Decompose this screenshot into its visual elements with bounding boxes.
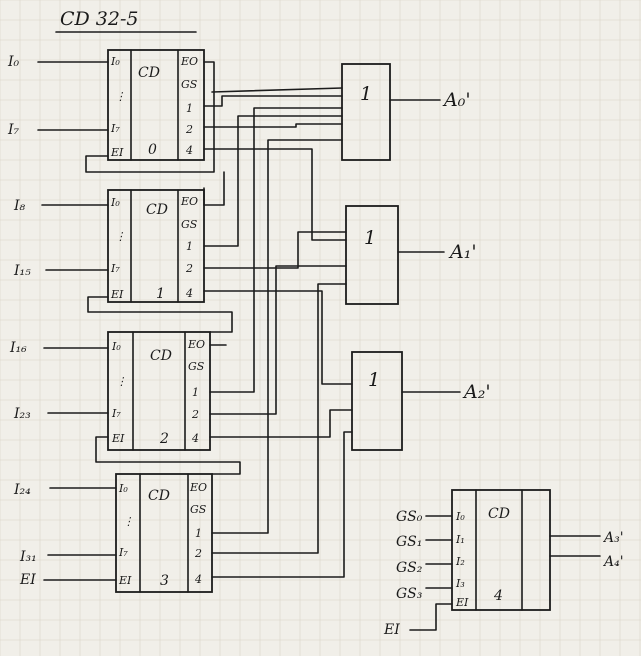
coder-1-header: CD xyxy=(146,202,168,218)
coder-1-pin-in-2: I₇ xyxy=(110,262,120,275)
coder-1-index: 1 xyxy=(156,286,165,302)
coder-4-index: 4 xyxy=(493,588,503,604)
coder-3-pin-in-0: I₀ xyxy=(118,482,128,495)
coder-2-pin-out-3: 2 xyxy=(191,408,199,421)
coder-0-pin-out-0: EO xyxy=(180,55,198,68)
coder-4-input-gs0: GS₀ xyxy=(396,509,423,525)
output-a1: A₁' xyxy=(448,241,477,263)
input-label-i7: I₇ xyxy=(7,122,20,138)
coder-3-pin-in-3: EI xyxy=(118,574,132,587)
coder-4-pin-in-0: I₀ xyxy=(455,510,465,523)
coder-0-index: 0 xyxy=(148,142,157,158)
coder-4-header: CD xyxy=(488,506,510,522)
input-labels: I₀ I₇ I₈ I₁₅ I₁₆ I₂₃ I₂₄ I₃₁ EI xyxy=(7,54,117,588)
or-input-wires xyxy=(203,87,353,578)
or-gate-2: 1 A₂' xyxy=(351,351,491,451)
input-label-i8: I₈ xyxy=(13,198,26,214)
input-label-ei: EI xyxy=(19,572,36,588)
input-label-i15: I₁₅ xyxy=(13,263,31,279)
coder-4-input-gs3: GS₃ xyxy=(396,586,423,602)
coder-2-pin-out-2: 1 xyxy=(192,386,199,399)
input-label-i0: I₀ xyxy=(7,54,20,70)
or-gate-2-label: 1 xyxy=(368,369,380,391)
coder-2-pin-in-1: ⋮ xyxy=(116,375,127,388)
coder-4-pin-in-4: EI xyxy=(455,596,469,609)
coder-1-pin-in-0: I₀ xyxy=(110,196,120,209)
coder-0-pin-in-0: I₀ xyxy=(110,55,120,68)
coder-1: CD 1 I₀ ⋮ I₇ EI EO GS 1 2 4 xyxy=(107,189,205,303)
coder-3-pin-out-4: 4 xyxy=(194,573,202,586)
coder-0-header: CD xyxy=(138,65,160,81)
coder-2-header: CD xyxy=(150,348,172,364)
coder-1-pin-out-0: EO xyxy=(180,195,198,208)
coder-3-pin-out-2: 1 xyxy=(195,527,202,540)
input-label-i16: I₁₆ xyxy=(9,340,27,356)
coder-4-pin-in-2: I₂ xyxy=(455,555,465,568)
coder-2-pin-out-4: 4 xyxy=(191,432,199,445)
coder-3-pin-in-2: I₇ xyxy=(118,546,128,559)
coder-1-pin-out-1: GS xyxy=(181,218,198,231)
coder-1-pin-in-1: ⋮ xyxy=(115,230,126,243)
or-gate-1-label: 1 xyxy=(364,227,376,249)
coder-1-pin-in-3: EI xyxy=(110,288,124,301)
coder-4-pin-in-1: I₁ xyxy=(455,533,465,546)
coder-4-input-ei: EI xyxy=(383,622,400,638)
coder-0-pin-out-4: 4 xyxy=(185,144,193,157)
or-gate-0: 1 A₀' xyxy=(341,63,471,161)
coder-0-pin-out-3: 2 xyxy=(185,123,193,136)
coder-2: CD 2 I₀ ⋮ I₇ EI EO GS 1 2 4 xyxy=(107,331,211,451)
or-gate-0-label: 1 xyxy=(360,83,372,105)
coder-1-pin-out-3: 2 xyxy=(185,262,193,275)
coder-3-pin-out-0: EO xyxy=(189,481,207,494)
coder-0-pin-out-1: GS xyxy=(181,78,198,91)
coder-3-pin-in-1: ⋮ xyxy=(123,515,134,528)
output-a3: A₃' xyxy=(602,530,624,546)
coder-3-header: CD xyxy=(148,488,170,504)
coder-1-pin-out-4: 4 xyxy=(185,287,193,300)
output-a0: A₀' xyxy=(442,89,471,111)
or-gate-1: 1 A₁' xyxy=(345,205,477,305)
coder-1-pin-out-2: 1 xyxy=(186,240,193,253)
input-label-i23: I₂₃ xyxy=(13,406,31,422)
input-label-i24: I₂₄ xyxy=(13,482,31,498)
coder-0-pin-in-3: EI xyxy=(110,146,124,159)
coder-2-pin-out-1: GS xyxy=(188,360,205,373)
diagram-title: CD 32-5 xyxy=(60,8,139,30)
coder-3: CD 3 I₀ ⋮ I₇ EI EO GS 1 2 4 xyxy=(115,473,213,593)
coder-0: CD 0 I₀ ⋮ I₇ EI EO GS 1 2 4 xyxy=(107,49,205,161)
coder-2-pin-in-0: I₀ xyxy=(111,340,121,353)
coder-0-pin-out-2: 1 xyxy=(186,102,193,115)
coder-0-pin-in-2: I₇ xyxy=(110,122,120,135)
coder-4-pin-in-3: I₃ xyxy=(455,577,465,590)
coder-2-index: 2 xyxy=(159,431,169,447)
coder-0-pin-in-1: ⋮ xyxy=(115,90,126,103)
coder-4-input-gs1: GS₁ xyxy=(396,534,422,550)
coder-3-index: 3 xyxy=(160,573,169,589)
coder-2-pin-in-3: EI xyxy=(111,432,125,445)
output-a4: A₄' xyxy=(602,554,624,570)
coder-3-pin-out-3: 2 xyxy=(194,547,202,560)
output-a2: A₂' xyxy=(462,381,491,403)
coder-4: CD 4 I₀ I₁ I₂ I₃ EI GS₀ GS₁ GS₂ GS₃ EI A… xyxy=(383,489,624,638)
input-label-i31: I₃₁ xyxy=(19,549,37,565)
coder-3-pin-out-1: GS xyxy=(190,503,207,516)
coder-2-pin-in-2: I₇ xyxy=(111,407,121,420)
coder-2-pin-out-0: EO xyxy=(187,338,205,351)
cascade-wires xyxy=(85,61,241,475)
coder-4-input-gs2: GS₂ xyxy=(396,560,423,576)
